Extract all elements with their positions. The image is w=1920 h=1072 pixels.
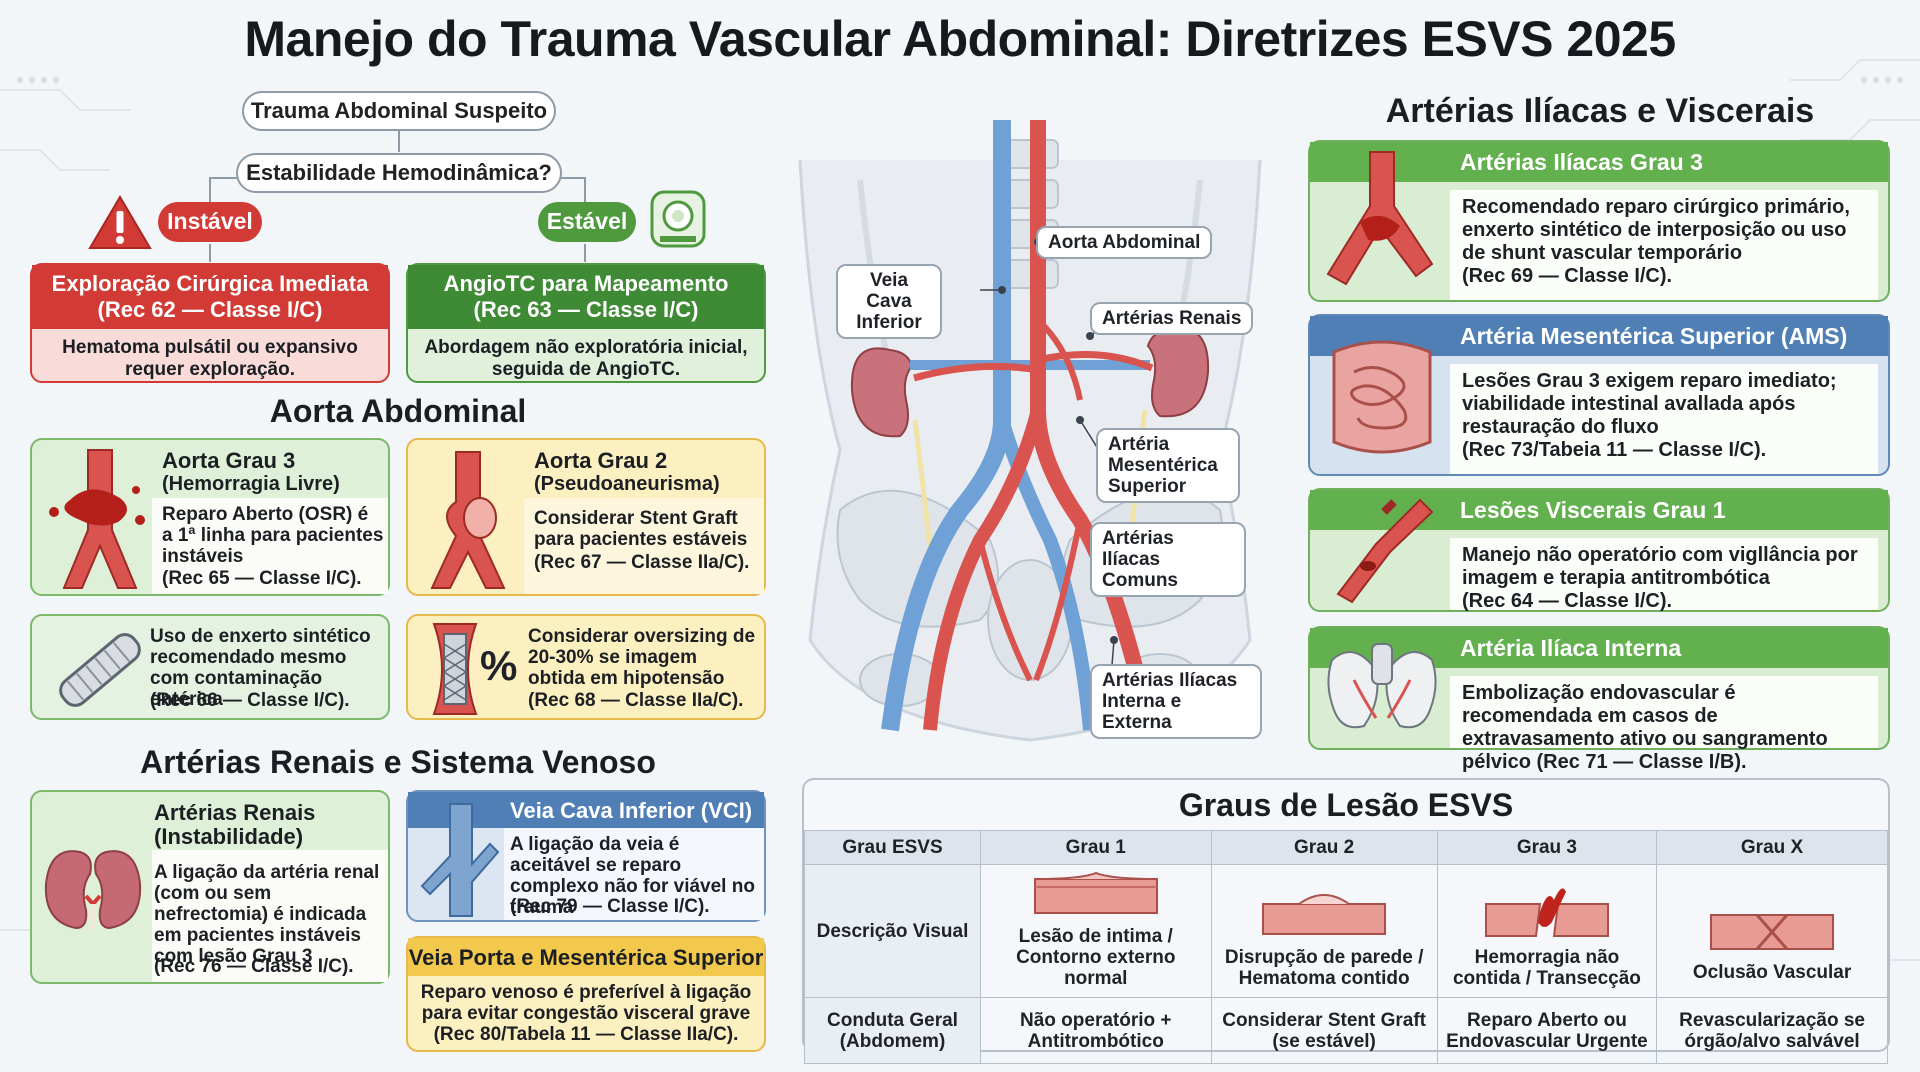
label-aorta: Aorta Abdominal	[1036, 226, 1213, 259]
intestine-icon	[1332, 340, 1432, 454]
stable-card-rec: (Rec 63 — Classe I/C)	[473, 297, 699, 322]
porta-body: Reparo venoso é preferível à ligação par…	[420, 982, 752, 1045]
grade2-visual: Disrupção de parede / Hematoma contido	[1224, 947, 1424, 989]
kidney-icon	[44, 850, 142, 930]
label-renais: Artérias Renais	[1090, 302, 1254, 335]
graft-body: Uso de enxerto sintético recomendado mes…	[150, 626, 371, 710]
grade2-conduct: Considerar Stent Graft (se estável)	[1210, 997, 1438, 1064]
oversizing-card: % Considerar oversizing de 20-30% se ima…	[406, 614, 766, 720]
gradeX-visual: Oclusão Vascular	[1692, 962, 1852, 983]
gradeX-vessel-icon	[1710, 914, 1835, 950]
label-iliacas-comuns: Artérias Ilíacas Comuns	[1090, 522, 1246, 597]
grades-col-header: Grau X	[1656, 830, 1888, 865]
grade2-vessel-icon	[1262, 894, 1387, 935]
graft-tube-icon	[59, 633, 141, 707]
grades-col-header: Grau 3	[1436, 830, 1658, 865]
graft-rec: (Rec 66 — Classe I/C).	[150, 690, 350, 711]
row-label-conduct: Conduta Geral (Abdomem)	[804, 997, 981, 1064]
grades-heading: Graus de Lesão ESVS	[1178, 787, 1514, 823]
panel-iliac-g3-title: Artérias Ilíacas Grau 3	[1310, 142, 1888, 182]
ct-scanner-icon	[650, 190, 706, 248]
porta-card: Veia Porta e Mesentérica Superior Reparo…	[406, 936, 766, 1052]
aorta-g3-rec: (Rec 65 — Classe I/C).	[162, 568, 362, 589]
grade1-vessel-icon	[1033, 871, 1158, 914]
panel-internal-iliac: Artéria Ilíaca Interna Embolização endov…	[1308, 626, 1890, 773]
oversize-rec: (Rec 68 — Classe IIa/C).	[528, 690, 744, 711]
vci-card: Veia Cava Inferior (VCI) A ligação da ve…	[406, 790, 766, 922]
renal-rec: (Rec 76 — Classe I/C).	[154, 956, 354, 977]
panel-internal-iliac-body: Embolização endovascular é recomendada e…	[1462, 682, 1828, 773]
panel-visceral-g1: Lesões Viscerais Grau 1 Manejo não opera…	[1308, 488, 1890, 612]
panel-iliac-g3-rec: (Rec 69 — Classe I/C).	[1462, 265, 1673, 287]
vci-rec: (Rec 79 — Classe I/C).	[510, 896, 710, 917]
label-ams: Artéria Mesentérica Superior	[1096, 428, 1240, 503]
vci-title: Veia Cava Inferior (VCI)	[510, 798, 753, 823]
aorta-g3-body: Reparo Aberto (OSR) é a 1ª linha para pa…	[162, 504, 384, 567]
renal-sub: (Instabilidade)	[154, 824, 304, 849]
stable-card-body: Abordagem não exploratória inicial, segu…	[424, 337, 748, 380]
panel-ams: Artéria Mesentérica Superior (AMS) Lesõe…	[1308, 314, 1890, 476]
iliac-visceral-heading: Artérias Ilíacas e Viscerais	[1385, 92, 1815, 130]
panel-visceral-g1-rec: (Rec 64 — Classe I/C).	[1462, 590, 1673, 612]
stable-card-title: AngioTC para Mapeamento	[443, 271, 729, 296]
pseudoaneurysm-icon	[430, 451, 506, 589]
gradeX-conduct: Revascularização se órgão/alvo salvável	[1656, 997, 1888, 1064]
aorta-g2-body: Considerar Stent Graft para pacientes es…	[534, 508, 748, 550]
row-label-visual: Descrição Visual	[804, 864, 981, 998]
warning-icon	[88, 195, 152, 249]
aorta-grade3-card: Aorta Grau 3 (Hemorragia Livre) Reparo A…	[30, 438, 390, 596]
pelvis-icon	[1327, 643, 1437, 729]
aorta-grade2-card: Aorta Grau 2 (Pseudoaneurisma) Considera…	[406, 438, 766, 596]
stable-card: AngioTC para Mapeamento (Rec 63 — Classe…	[406, 263, 766, 383]
panel-ams-rec: (Rec 73/Tabeia 11 — Classe I/C).	[1462, 439, 1767, 461]
grades-panel: Graus de Lesão ESVS Grau ESVS Grau 1 Gra…	[802, 778, 1890, 1064]
aorta-g2-title: Aorta Grau 2	[534, 448, 668, 473]
oversize-body: Considerar oversizing de 20-30% se image…	[528, 626, 756, 689]
grade1-conduct: Não operatório + Antitrombótico	[980, 997, 1212, 1064]
aorta-g3-title: Aorta Grau 3	[162, 448, 296, 473]
stability-question: Estabilidade Hemodinâmica?	[236, 153, 562, 193]
synthetic-graft-card: Uso de enxerto sintético recomendado mes…	[30, 614, 390, 720]
renal-heading: Artérias Renais e Sistema Venoso	[140, 744, 656, 780]
unstable-card-body: Hematoma pulsátil ou expansivo requer ex…	[62, 337, 358, 380]
unstable-card: Exploração Cirúrgica Imediata (Rec 62 — …	[30, 263, 390, 383]
page-title: Manejo do Trauma Vascular Abdominal: Dir…	[244, 11, 1676, 67]
panel-visceral-g1-body: Manejo não operatório com vigllância por…	[1462, 544, 1858, 589]
renal-title: Artérias Renais	[154, 800, 316, 825]
grade3-vessel-icon	[1484, 888, 1609, 937]
panel-iliac-g3-body: Recomendado reparo cirúrgico primário, e…	[1462, 196, 1850, 264]
aorta-g2-sub: (Pseudoaneurisma)	[534, 473, 720, 495]
percent-symbol: %	[480, 642, 518, 689]
vein-icon	[420, 803, 500, 917]
aorta-hemorrhage-icon	[49, 449, 145, 589]
unstable-tag: Instável	[158, 202, 262, 242]
grade3-conduct: Reparo Aberto ou Endovascular Urgente	[1436, 997, 1658, 1064]
renal-card: Artérias Renais (Instabilidade) A ligaçã…	[30, 790, 390, 984]
iliac-artery-icon	[1326, 151, 1434, 286]
unstable-card-rec: (Rec 62 — Classe I/C)	[97, 297, 323, 322]
grades-col-header: Grau 2	[1210, 830, 1438, 865]
vci-body: A ligação da veia é aceitável se reparo …	[510, 834, 755, 918]
stent-graft-icon	[432, 623, 478, 715]
grade1-visual: Lesão de intima / Contorno externo norma…	[1016, 926, 1176, 989]
grade3-visual: Hemorragia não contida / Transecção	[1452, 947, 1641, 989]
panel-ams-body: Lesões Grau 3 exigem reparo imediato; vi…	[1462, 370, 1837, 438]
label-iliacas-int-ext: Artérias Ilíacas Interna e Externa	[1090, 664, 1262, 739]
grades-col-header: Grau 1	[980, 830, 1212, 865]
porta-title: Veia Porta e Mesentérica Superior	[408, 945, 764, 970]
aorta-heading: Aorta Abdominal	[269, 393, 527, 429]
start-node: Trauma Abdominal Suspeito	[242, 91, 556, 131]
label-vci: Veia Cava Inferior	[836, 264, 942, 339]
aorta-g3-sub: (Hemorragia Livre)	[162, 473, 340, 495]
renal-body: A ligação da artéria renal (com ou sem n…	[154, 862, 380, 967]
panel-ams-title: Artéria Mesentérica Superior (AMS)	[1310, 316, 1888, 356]
panel-iliac-g3: Artérias Ilíacas Grau 3 Recomendado repa…	[1308, 140, 1890, 302]
grades-col-header: Grau ESVS	[804, 830, 981, 865]
vessel-lesion-icon	[1336, 498, 1434, 604]
stable-tag: Estável	[538, 202, 636, 242]
unstable-card-title: Exploração Cirúrgica Imediata	[51, 271, 369, 296]
grades-table: Grau ESVS Grau 1 Grau 2 Grau 3 Grau X De…	[804, 830, 1888, 1064]
aorta-g2-rec: (Rec 67 — Classe IIa/C).	[534, 552, 750, 573]
